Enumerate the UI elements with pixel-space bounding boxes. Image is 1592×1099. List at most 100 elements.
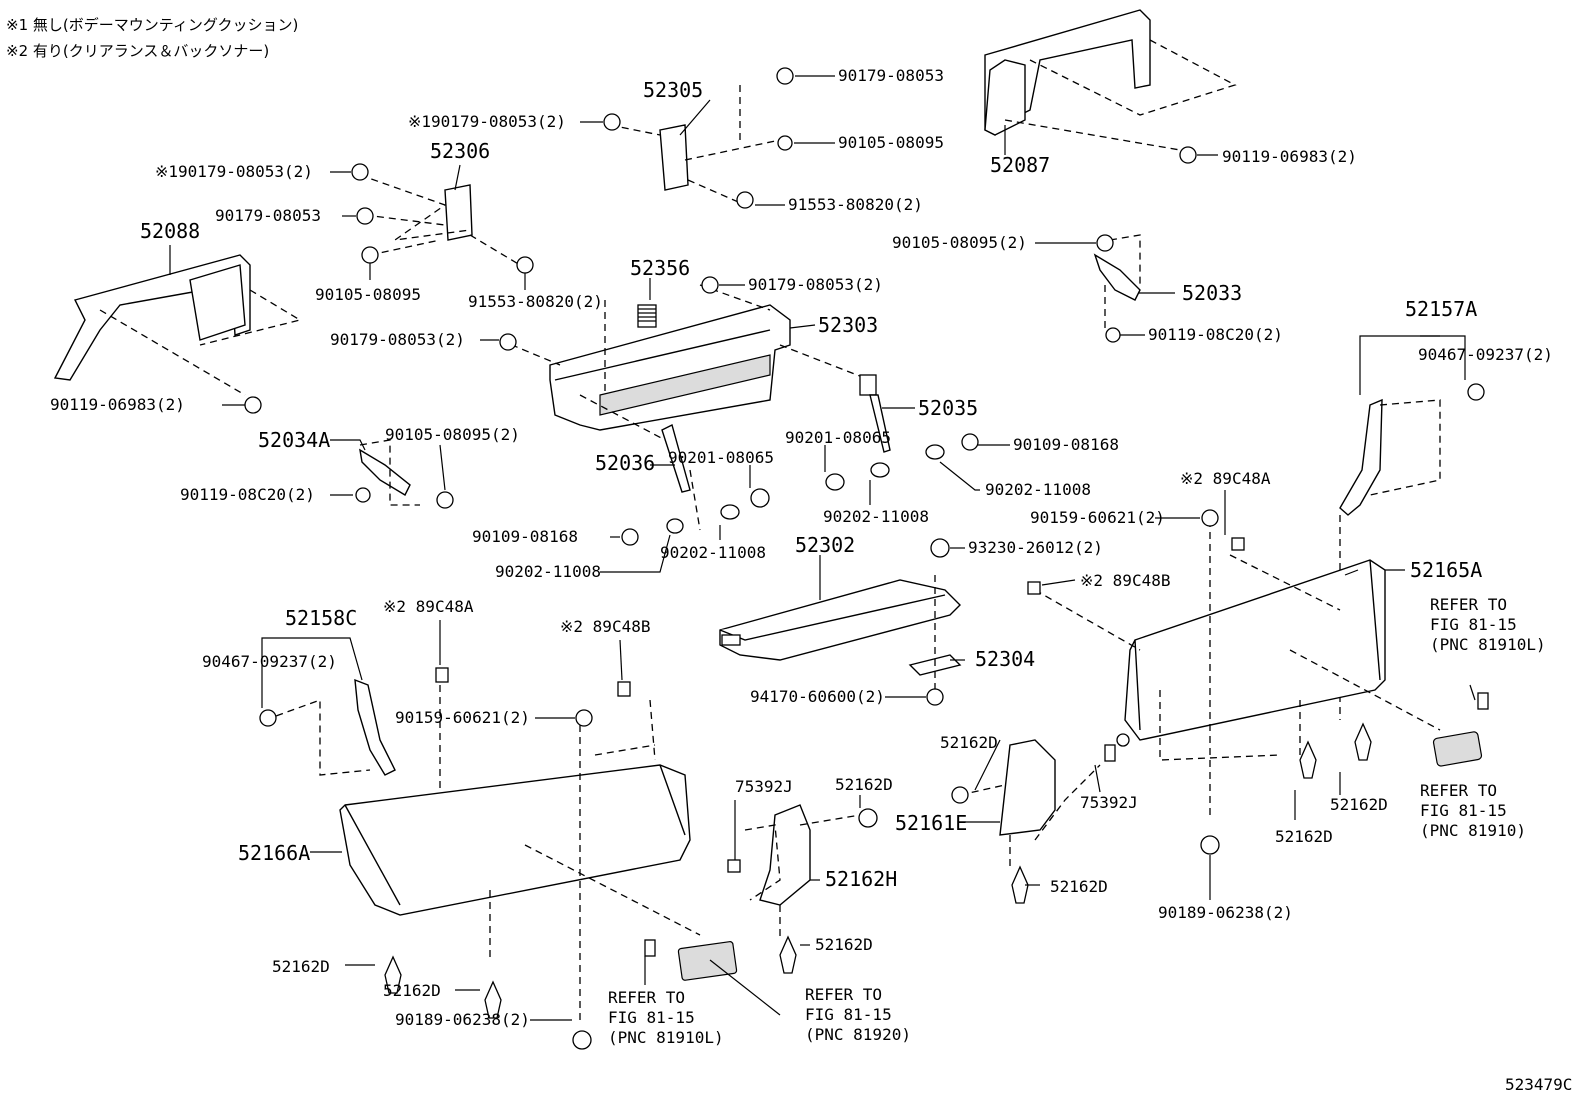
label-90467-l: 90467-09237(2) (202, 652, 337, 671)
rod-52035 (859, 374, 891, 453)
label-52035: 52035 (918, 396, 978, 420)
ref-2-line1: REFER TO (1420, 781, 1497, 800)
label-52158C: 52158C (285, 606, 357, 630)
label-90201-b: 90201-08065 (668, 448, 774, 467)
label-52162D-4: 52162D (1330, 795, 1388, 814)
label-91553-mid: 91553-80820(2) (468, 292, 603, 311)
label-52304: 52304 (975, 647, 1035, 671)
ref-3-line2: FIG 81-15 (608, 1008, 695, 1027)
bracket-52033 (1093, 234, 1141, 330)
refer-blocks: REFER TO FIG 81-15 (PNC 81910L) REFER TO… (608, 595, 1546, 1047)
label-90202-c: 90202-11008 (660, 543, 766, 562)
label-52302: 52302 (795, 533, 855, 557)
bracket-52034A (359, 439, 420, 506)
label-89C48B-r: ※2 89C48B (1080, 571, 1170, 590)
label-90202-a: 90202-11008 (985, 480, 1091, 499)
label-89C48B-l: ※2 89C48B (560, 617, 650, 636)
reflector-81920 (677, 941, 738, 981)
label-52356: 52356 (630, 256, 690, 280)
ref-2-line3: (PNC 81910) (1420, 821, 1526, 840)
label-75392J-a: 75392J (735, 777, 793, 796)
ref-1-line1: REFER TO (1430, 595, 1507, 614)
spring-52356 (637, 304, 657, 328)
label-52162D-8: 52162D (383, 981, 441, 1000)
ref-3-line1: REFER TO (608, 988, 685, 1007)
label-52303: 52303 (818, 313, 878, 337)
label-52305: 52305 (643, 78, 703, 102)
label-90109-a: 90109-08168 (1013, 435, 1119, 454)
bumper-52166A (339, 699, 701, 1020)
hardware (244, 67, 1489, 1050)
label-52033: 52033 (1182, 281, 1242, 305)
label-90189-r: 90189-06238(2) (1158, 903, 1293, 922)
label-90119-06983-l: 90119-06983(2) (50, 395, 185, 414)
label-52306: 52306 (430, 139, 490, 163)
label-90119-08C20-r: 90119-08C20(2) (1148, 325, 1283, 344)
label-90109-b: 90109-08168 (472, 527, 578, 546)
label-52034A: 52034A (258, 428, 330, 452)
label-90105-top: 90105-08095 (838, 133, 944, 152)
cover-52162H (744, 804, 861, 940)
label-90202-b: 90202-11008 (823, 507, 929, 526)
label-90467-r: 90467-09237(2) (1418, 345, 1553, 364)
label-94170: 94170-60600(2) (750, 687, 885, 706)
bracket-52305 (609, 85, 781, 206)
tray-52302 (719, 579, 961, 661)
ref-4-line1: REFER TO (805, 985, 882, 1004)
label-52162D-3: 52162D (1050, 877, 1108, 896)
label-52166A: 52166A (238, 841, 310, 865)
label-52162D-1: 52162D (940, 733, 998, 752)
label-52087: 52087 (990, 153, 1050, 177)
label-90201-a: 90201-08065 (785, 428, 891, 447)
label-93230: 93230-26012(2) (968, 538, 1103, 557)
label-52162D-2: 52162D (835, 775, 893, 794)
label-90105-mid: 90105-08095 (315, 285, 421, 304)
bracket-52306 (359, 174, 521, 266)
label-52162D-6: 52162D (815, 935, 873, 954)
ref-1-line2: FIG 81-15 (1430, 615, 1517, 634)
label-52162H: 52162H (825, 867, 897, 891)
label-90189-l: 90189-06238(2) (395, 1010, 530, 1029)
bracket-52087 (984, 9, 1237, 151)
bracket-52088 (53, 254, 302, 396)
ref-2-line2: FIG 81-15 (1420, 801, 1507, 820)
label-90159-l: 90159-60621(2) (395, 708, 530, 727)
label-90119-08C20-l: 90119-08C20(2) (180, 485, 315, 504)
label-90179-2b: 90179-08053(2) (330, 330, 465, 349)
ref-1-line3: (PNC 81910L) (1430, 635, 1546, 654)
label-52157A: 52157A (1405, 297, 1477, 321)
label-52161E: 52161E (895, 811, 967, 835)
bracket-52304 (908, 575, 962, 690)
label-90179-s1b: ※190179-08053(2) (155, 162, 313, 181)
label-52162D-7: 52162D (272, 957, 330, 976)
figure-code: 523479C (1505, 1075, 1572, 1094)
label-52036: 52036 (595, 451, 655, 475)
label-91553-top: 91553-80820(2) (788, 195, 923, 214)
label-90179-2a: 90179-08053(2) (748, 275, 883, 294)
beam-52303 (499, 284, 871, 431)
label-90105-2l: 90105-08095(2) (385, 425, 520, 444)
label-75392J-b: 75392J (1080, 793, 1138, 812)
label-52165A: 52165A (1410, 558, 1482, 582)
leader-lines (169, 75, 1476, 1021)
label-52088: 52088 (140, 219, 200, 243)
label-52162D-5: 52162D (1275, 827, 1333, 846)
label-90179-s1a: ※190179-08053(2) (408, 112, 566, 131)
ref-4-line3: (PNC 81920) (805, 1025, 911, 1044)
note-1: ※1 無し(ボデーマウンティングクッション) (6, 16, 299, 34)
label-89C48A-l: ※2 89C48A (383, 597, 474, 616)
label-90179-top: 90179-08053 (838, 66, 944, 85)
reflector-81910 (1432, 731, 1483, 767)
label-90179-mid: 90179-08053 (215, 206, 321, 225)
ref-4-line2: FIG 81-15 (805, 1005, 892, 1024)
ref-3-line3: (PNC 81910L) (608, 1028, 724, 1047)
label-90202-d: 90202-11008 (495, 562, 601, 581)
bumper-52165A (1034, 520, 1441, 820)
cover-52161E (959, 739, 1101, 870)
rod-52036 (579, 394, 701, 531)
label-90159-r: 90159-60621(2) (1030, 508, 1165, 527)
label-90119-06983-r: 90119-06983(2) (1222, 147, 1357, 166)
note-2: ※2 有り(クリアランス＆バックソナー) (6, 42, 270, 60)
label-89C48A-r: ※2 89C48A (1180, 469, 1271, 488)
